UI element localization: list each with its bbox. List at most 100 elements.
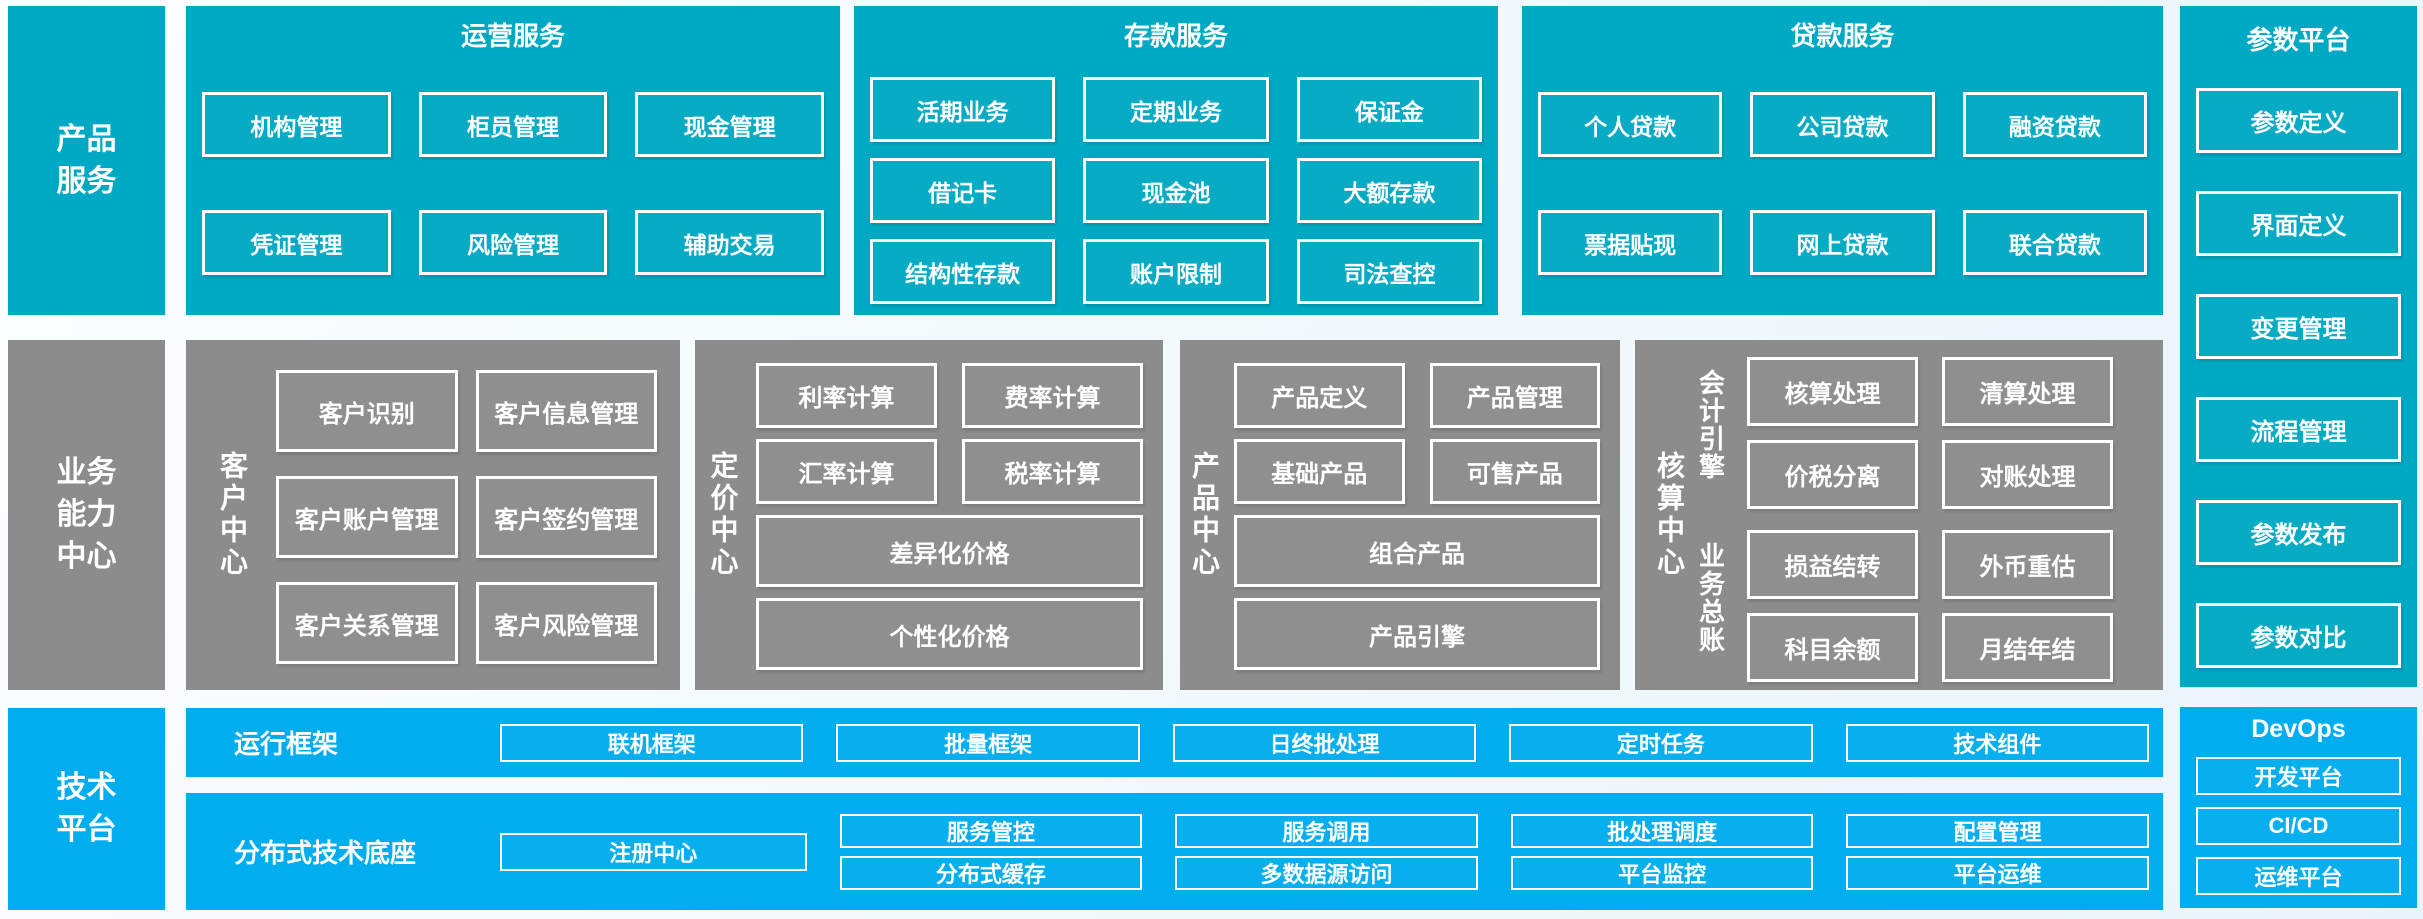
deposits-grid: 活期业务 定期业务 保证金 借记卡 现金池 大额存款 结构性存款 账户限制 司法… <box>870 77 1482 304</box>
module-box: 产品管理 <box>1429 363 1600 428</box>
panel-product-center: 产品中心 产品定义 产品管理 基础产品 可售产品 组合产品 产品引擎 <box>1180 340 1620 690</box>
group-vertical-label: 会计引擎 <box>1695 368 1726 481</box>
panel-operation-services: 运营服务 机构管理 柜员管理 现金管理 凭证管理 风险管理 辅助交易 <box>186 6 840 315</box>
module-box: 科目余额 <box>1747 613 1918 682</box>
panel-loan-services: 贷款服务 个人贷款 公司贷款 融资贷款 票据贴现 网上贷款 联合贷款 <box>1522 6 2163 315</box>
module-box: 批量框架 <box>836 723 1140 762</box>
module-box-registry: 注册中心 <box>500 832 807 871</box>
module-box: 票据贴现 <box>1538 210 1723 275</box>
row-runtime-framework: 运行框架 联机框架 批量框架 日终批处理 定时任务 技术组件 <box>186 708 2163 777</box>
module-box: 月结年结 <box>1942 613 2113 682</box>
panel-title: 存款服务 <box>1123 20 1228 51</box>
panel-devops: DevOps 开发平台 CI/CD 运维平台 <box>2180 707 2417 908</box>
module-box: 税率计算 <box>962 439 1143 504</box>
module-box: 辅助交易 <box>635 210 824 275</box>
accounting-engine-grid: 核算处理 清算处理 价税分离 对账处理 <box>1747 357 2113 509</box>
band-label-line: 技术 <box>56 771 117 804</box>
band-label-line: 业务 <box>56 456 117 489</box>
panel-title: 参数平台 <box>2246 24 2351 55</box>
devops-stack: 开发平台 CI/CD 运维平台 <box>2196 757 2401 895</box>
module-box: 平台运维 <box>1846 855 2149 890</box>
module-box: 保证金 <box>1296 77 1482 142</box>
panel-vertical-label: 定价中心 <box>707 451 739 579</box>
module-box: 客户识别 <box>276 370 458 452</box>
module-box: 日终批处理 <box>1172 723 1477 762</box>
module-box: 活期业务 <box>870 77 1056 142</box>
panel-title: DevOps <box>2251 714 2346 743</box>
panel-vertical-label: 产品中心 <box>1189 451 1220 579</box>
panel-vertical-label: 客户中心 <box>217 451 248 579</box>
module-box: 损益结转 <box>1747 530 1918 599</box>
module-box: 利率计算 <box>756 363 937 428</box>
module-box: 服务调用 <box>1175 813 1478 848</box>
module-box: 柜员管理 <box>418 92 608 157</box>
module-box: 凭证管理 <box>202 210 391 275</box>
accounting-body: 会计引擎 核算处理 清算处理 价税分离 对账处理 业务总账 损益结转 外币重估 … <box>1689 340 2163 690</box>
module-box: 客户关系管理 <box>276 582 458 664</box>
module-box: 核算处理 <box>1747 357 1918 426</box>
panel-parameter-platform: 参数平台 参数定义 界面定义 变更管理 流程管理 参数发布 参数对比 <box>2180 6 2417 687</box>
module-box: 个人贷款 <box>1538 92 1723 157</box>
module-box: 平台监控 <box>1510 855 1814 890</box>
module-box: 开发平台 <box>2196 757 2401 795</box>
module-box: 客户信息管理 <box>475 370 657 452</box>
business-ledger-grid: 损益结转 外币重估 科目余额 月结年结 <box>1747 530 2113 682</box>
module-box: 定期业务 <box>1083 77 1269 142</box>
product-grid: 产品定义 产品管理 基础产品 可售产品 组合产品 产品引擎 <box>1234 363 1600 690</box>
module-box: 定时任务 <box>1509 723 1813 762</box>
band-label-line: 平台 <box>56 813 117 846</box>
distributed-column: 服务调用 多数据源访问 <box>1175 793 1478 910</box>
module-box: 价税分离 <box>1747 440 1918 509</box>
module-box: 分布式缓存 <box>839 855 1143 890</box>
band-label-product-services: 产品 服务 <box>8 6 165 315</box>
panel-title: 贷款服务 <box>1790 20 1895 51</box>
module-box: 账户限制 <box>1083 239 1269 304</box>
module-box: 客户签约管理 <box>475 476 657 558</box>
module-box: 结构性存款 <box>870 239 1056 304</box>
module-box: 现金管理 <box>635 92 824 157</box>
module-box: 产品定义 <box>1234 363 1405 428</box>
module-box: 联合贷款 <box>1962 210 2147 275</box>
module-box: 现金池 <box>1083 158 1269 223</box>
module-box: 网上贷款 <box>1750 210 1935 275</box>
distributed-column: 服务管控 分布式缓存 <box>839 793 1143 910</box>
band-label-line: 服务 <box>56 164 117 198</box>
band-label-tech-platform: 技术 平台 <box>8 708 165 910</box>
module-box: 多数据源访问 <box>1175 855 1478 890</box>
module-box-wide: 差异化价格 <box>756 515 1143 587</box>
module-box: 基础产品 <box>1234 439 1405 504</box>
accounting-engine-group: 会计引擎 核算处理 清算处理 价税分离 对账处理 <box>1689 340 2163 509</box>
group-vertical-label: 业务总账 <box>1695 541 1726 654</box>
module-box: 技术组件 <box>1845 723 2150 762</box>
module-box: 可售产品 <box>1429 439 1600 504</box>
module-box: 参数定义 <box>2196 88 2401 153</box>
module-box: 界面定义 <box>2196 191 2401 256</box>
band-label-line: 能力 <box>56 498 117 531</box>
loans-grid: 个人贷款 公司贷款 融资贷款 票据贴现 网上贷款 联合贷款 <box>1538 92 2147 275</box>
module-box: 运维平台 <box>2196 857 2401 895</box>
module-box: 服务管控 <box>839 813 1143 848</box>
module-box: 对账处理 <box>1942 440 2113 509</box>
row-distributed-base: 分布式技术底座 注册中心 服务管控 分布式缓存 服务调用 多数据源访问 批处理调… <box>186 793 2163 910</box>
module-box: 大额存款 <box>1296 158 1482 223</box>
module-box: 参数对比 <box>2196 603 2401 668</box>
row-label: 运行框架 <box>234 729 339 759</box>
module-box: 联机框架 <box>500 723 804 762</box>
module-box: CI/CD <box>2196 807 2401 845</box>
module-box: 配置管理 <box>1846 813 2149 848</box>
band-label-line: 产品 <box>56 122 117 156</box>
business-ledger-group: 业务总账 损益结转 外币重估 科目余额 月结年结 <box>1689 513 2163 682</box>
band-label-business-capability: 业务 能力 中心 <box>8 340 165 690</box>
module-box: 融资贷款 <box>1962 92 2147 157</box>
module-box: 风险管理 <box>418 210 608 275</box>
parameter-stack: 参数定义 界面定义 变更管理 流程管理 参数发布 参数对比 <box>2196 88 2401 668</box>
module-box: 公司贷款 <box>1750 92 1935 157</box>
module-box-wide: 产品引擎 <box>1234 598 1600 670</box>
module-box: 批处理调度 <box>1510 813 1814 848</box>
module-box: 客户风险管理 <box>475 582 657 664</box>
row-label: 分布式技术底座 <box>234 838 417 868</box>
panel-customer-center: 客户中心 客户识别 客户信息管理 客户账户管理 客户签约管理 客户关系管理 客户… <box>186 340 680 690</box>
module-box: 清算处理 <box>1942 357 2113 426</box>
module-box: 流程管理 <box>2196 397 2401 462</box>
